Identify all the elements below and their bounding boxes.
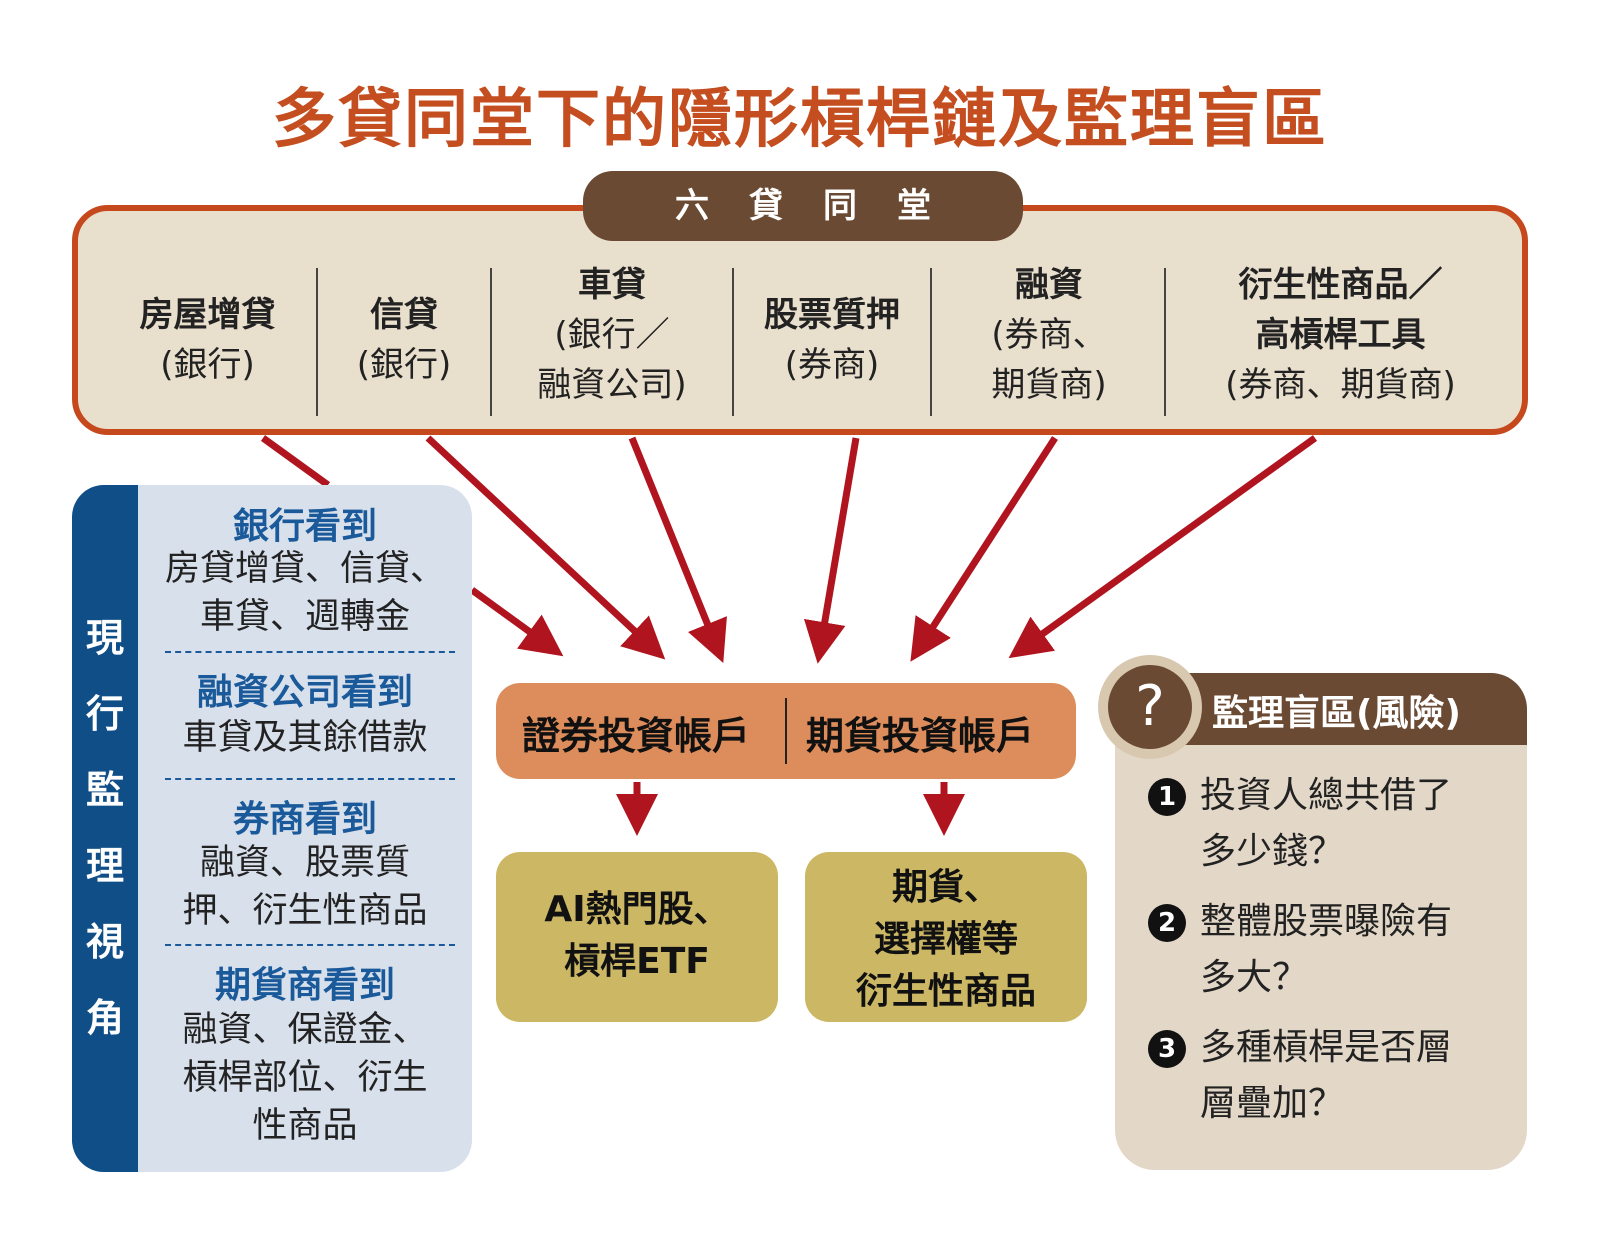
arrow-stock-pledge [803, 437, 860, 664]
loan-sources-tab: 六貸同堂 [583, 171, 1023, 241]
securities-account: 證券投資帳戶 [522, 714, 751, 758]
deriv-line: 期貨、 [891, 867, 1000, 908]
futures-account: 期貨投資帳戶 [806, 714, 1035, 758]
risk-line: 多少錢？ [1200, 831, 1345, 872]
futures-heading: 期貨商看到 [214, 965, 395, 1006]
loan-source: (銀行／ [554, 315, 670, 355]
loan-source: (銀行) [160, 345, 255, 385]
loan-name: 融資 [1015, 265, 1083, 305]
finance-co-line: 車貸及其餘借款 [182, 718, 428, 758]
risk-line: 投資人總共借了 [1200, 775, 1453, 816]
loan-name: 車貸 [578, 265, 646, 305]
arrow-derivatives [1008, 435, 1318, 659]
loan-source: (券商、期貨商) [1225, 365, 1456, 405]
loan-car: 車貸 (銀行／ 融資公司) [494, 260, 730, 410]
blind-spot-title: 監理盲區(風險) [1212, 693, 1461, 734]
question-icon: ? [1108, 665, 1192, 749]
arrow-home-equity [260, 435, 331, 488]
risk-line: 多種槓桿是否層 [1200, 1027, 1453, 1068]
loan-source: (銀行) [356, 345, 452, 385]
ai-stocks-box: AI熱門股、 槓桿ETF [496, 852, 778, 1022]
regulator-view-label-text: 現行監理視角 [85, 616, 124, 1040]
futures-line: 槓桿部位、衍生 [182, 1058, 428, 1098]
regulator-view-panel [72, 485, 472, 1172]
loan-margin: 融資 (券商、 期貨商) [934, 260, 1164, 410]
divider [732, 268, 734, 416]
risk-line: 多大？ [1200, 957, 1309, 998]
loan-stock-pledge: 股票質押 (券商) [736, 290, 928, 390]
deriv-line: 衍生性商品 [855, 971, 1036, 1012]
number-badge: 2 [1148, 904, 1186, 942]
broker-line: 融資、股票質 [199, 843, 410, 883]
risk-line: 整體股票曝險有 [1200, 901, 1453, 942]
futures-line: 性商品 [252, 1106, 358, 1146]
loan-source: 融資公司) [537, 365, 687, 405]
arrow-car [628, 436, 727, 663]
regulator-view-label: 現行監理視角 [72, 600, 138, 1056]
broker-line: 押、衍生性商品 [182, 891, 428, 931]
arrow-home-equity-tip [469, 587, 564, 657]
loan-source: (券商) [784, 345, 880, 385]
arrow-margin [910, 436, 1058, 662]
loan-name: 房屋增貸 [139, 295, 276, 335]
dashed-divider [165, 944, 455, 946]
loan-source: (券商、 [991, 315, 1107, 355]
loan-name: 股票質押 [764, 295, 900, 335]
divider [490, 268, 492, 416]
loan-name: 高槓桿工具 [1255, 315, 1426, 355]
loan-name: 衍生性商品／ [1238, 265, 1443, 305]
derivatives-box: 期貨、 選擇權等 衍生性商品 [805, 852, 1087, 1022]
loan-name: 信貸 [370, 295, 438, 335]
bank-line: 房貸增貸、信貸、 [164, 549, 445, 589]
bank-line: 車貸、週轉金 [199, 597, 410, 637]
finance-co-heading: 融資公司看到 [196, 672, 413, 713]
number-badge: 3 [1148, 1030, 1186, 1068]
loan-sources-panel [72, 205, 1528, 435]
divider [316, 268, 318, 416]
futures-line: 融資、保證金、 [182, 1010, 428, 1050]
loan-credit: 信貸 (銀行) [320, 290, 488, 390]
loan-derivatives: 衍生性商品／ 高槓桿工具 (券商、期貨商) [1168, 260, 1513, 410]
ai-line: AI熱門股、 [544, 889, 730, 930]
broker-heading: 券商看到 [232, 799, 377, 840]
loan-home-equity: 房屋增貸 (銀行) [100, 290, 315, 390]
deriv-line: 選擇權等 [873, 919, 1018, 960]
arrow-credit [425, 435, 666, 660]
ai-line: 槓桿ETF [564, 941, 710, 982]
dashed-divider [165, 778, 455, 780]
regulator-view-bar [72, 485, 138, 1172]
loan-source: 期貨商) [991, 365, 1107, 405]
page-title: 多貸同堂下的隱形槓桿鏈及監理盲區 [272, 83, 1328, 157]
risk-line: 層疊加？ [1200, 1083, 1345, 1124]
dashed-divider [165, 651, 455, 653]
divider [930, 268, 932, 416]
bank-heading: 銀行看到 [232, 506, 377, 547]
divider [1164, 268, 1166, 416]
number-badge: 1 [1148, 778, 1186, 816]
accounts-divider [785, 698, 787, 764]
